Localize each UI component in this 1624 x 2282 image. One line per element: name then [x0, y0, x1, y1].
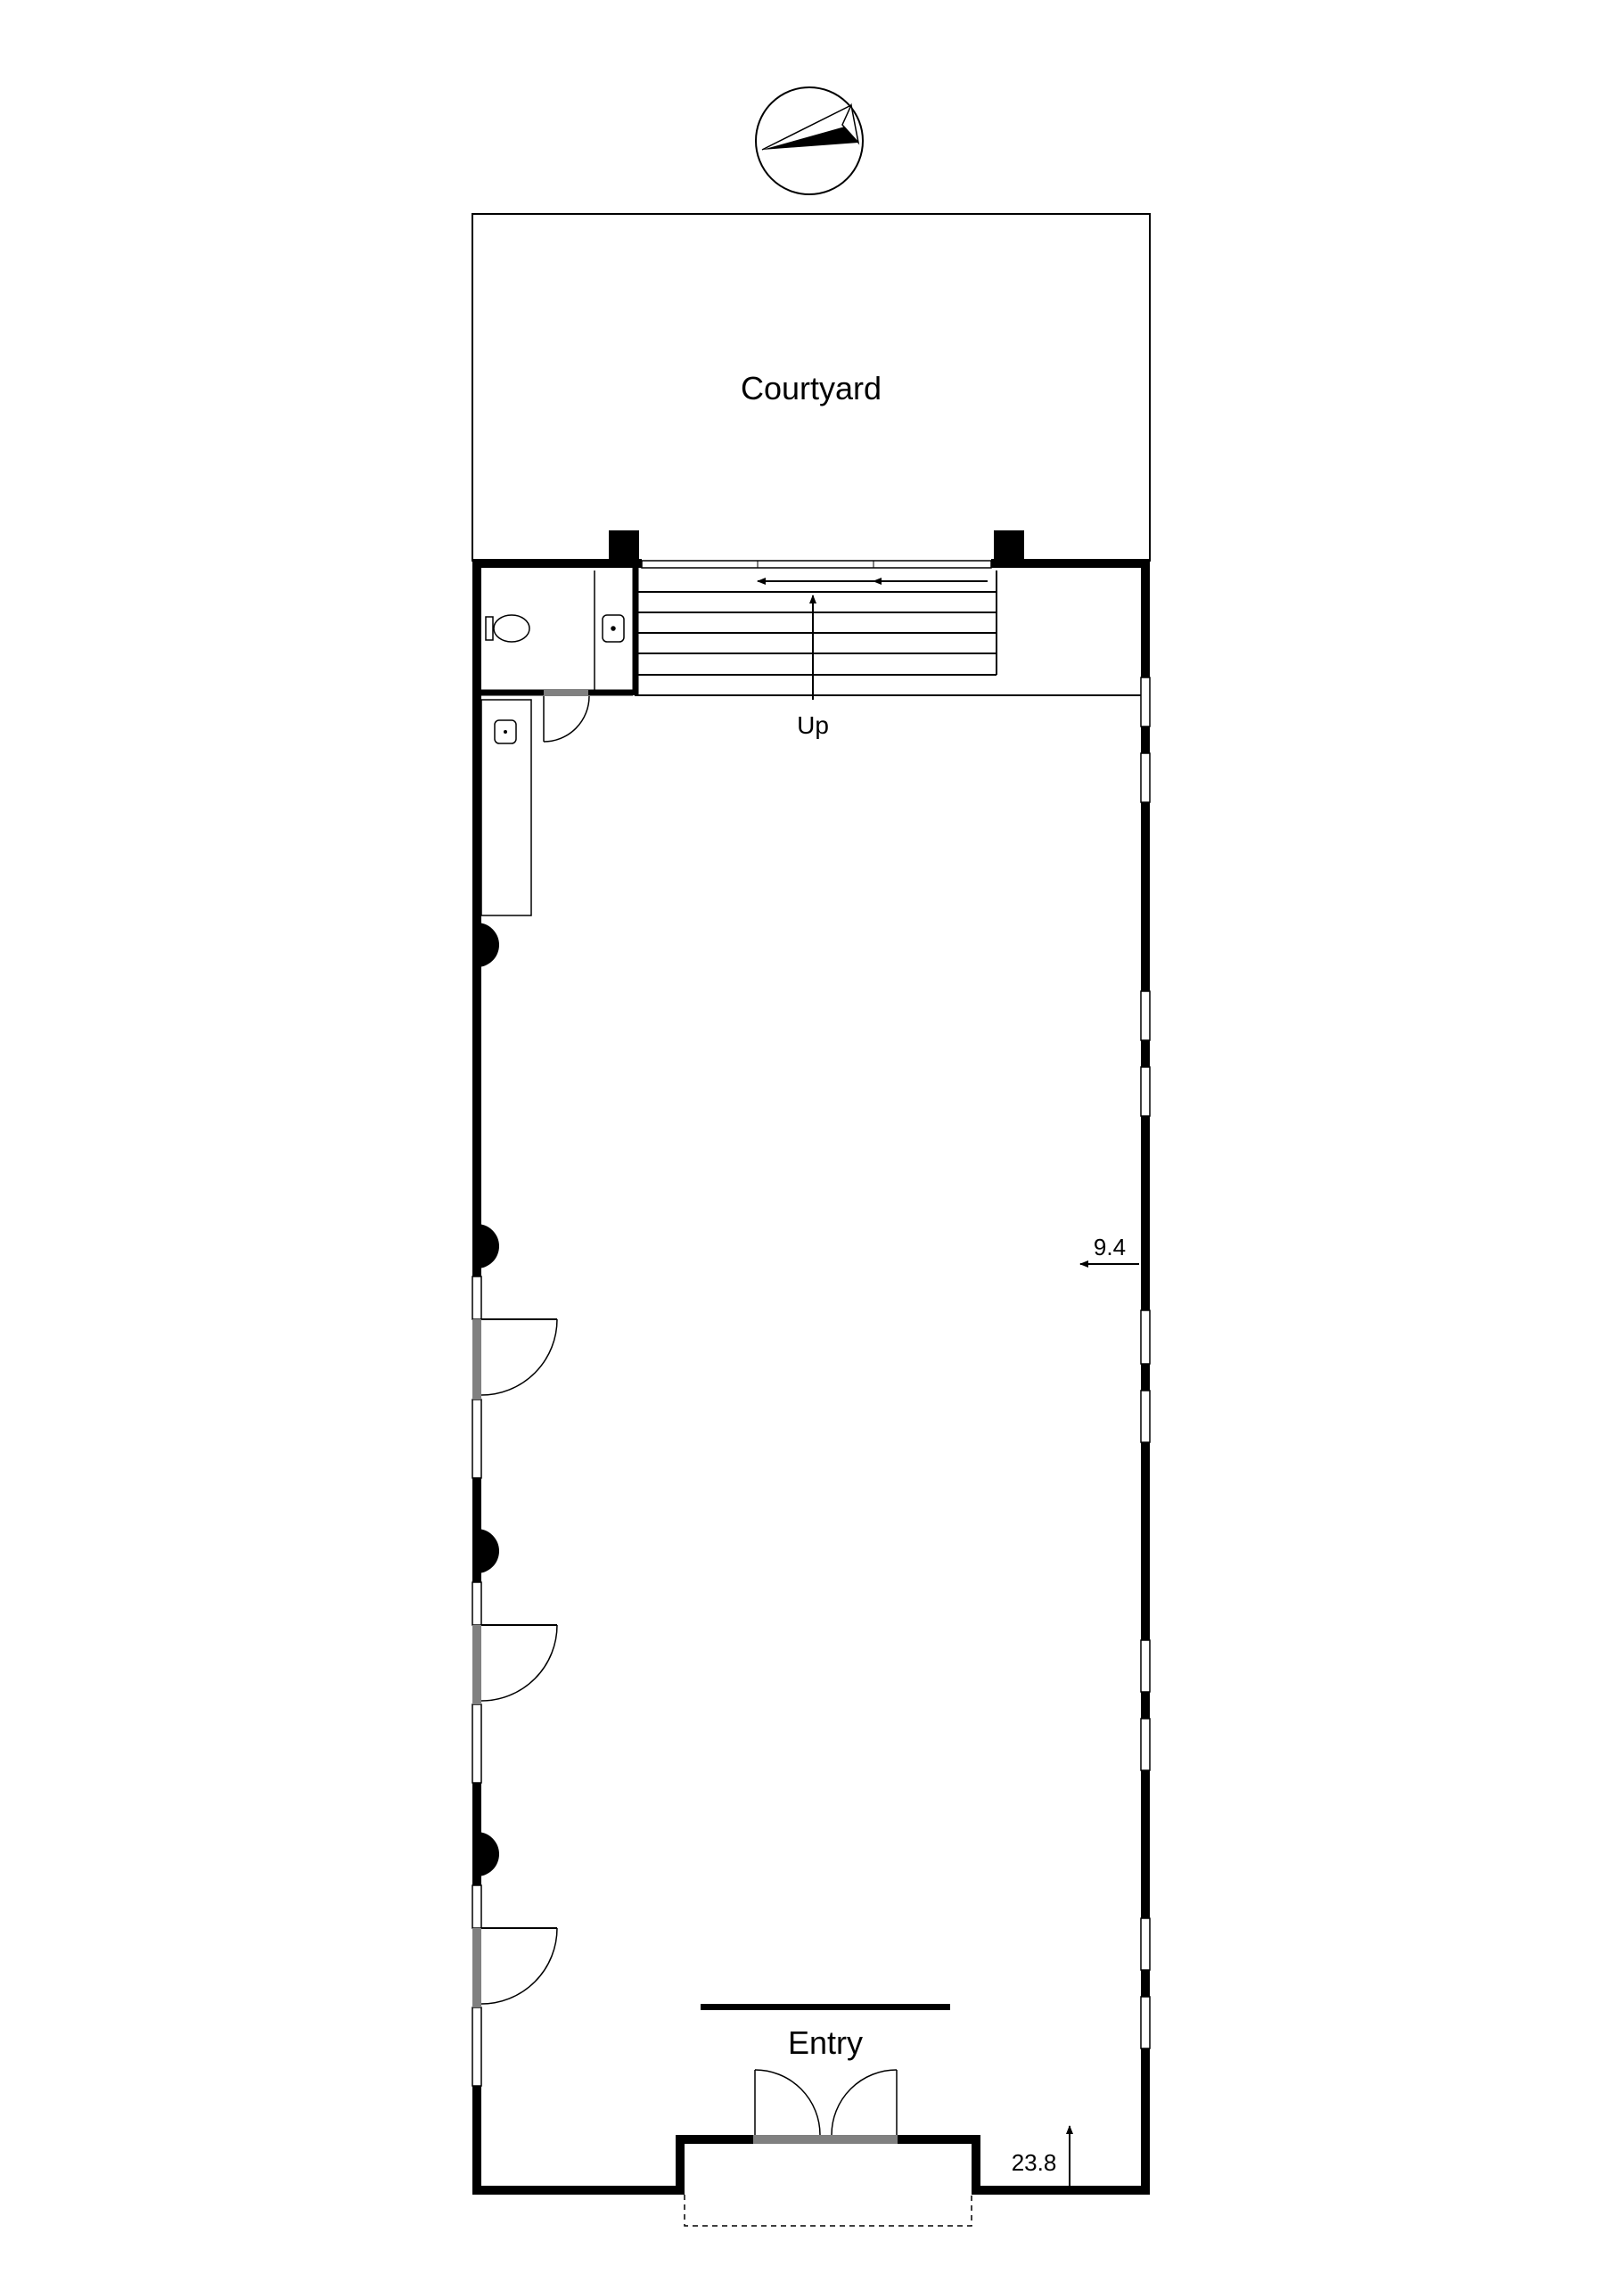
exterior-walls [472, 559, 1150, 2195]
stairs [634, 570, 1143, 700]
entry-double-door [753, 2069, 898, 2144]
post [609, 530, 639, 563]
entry-label: Entry [788, 2024, 863, 2061]
length-dimension: 23.8 [1012, 2125, 1073, 2186]
side-door [472, 1927, 558, 2007]
entry-beam [701, 2004, 950, 2010]
toilet-room [481, 568, 639, 696]
sliding-door [641, 560, 992, 585]
side-door [472, 1624, 558, 1704]
width-dimension: 9.4 [1079, 1234, 1139, 1268]
width-value: 9.4 [1094, 1234, 1126, 1260]
post [994, 530, 1024, 563]
courtyard-area: Courtyard [472, 213, 1151, 562]
side-door [472, 1318, 558, 1400]
toilet-door [543, 695, 590, 743]
courtyard-label: Courtyard [741, 370, 882, 406]
wall-columns [477, 923, 499, 1876]
kitchen-bench [480, 699, 532, 916]
basin-icon [602, 614, 625, 643]
stairs-up-label: Up [797, 711, 829, 739]
north-arrow-icon [755, 86, 864, 195]
toilet-icon [485, 614, 530, 643]
length-value: 23.8 [1012, 2149, 1057, 2176]
entry-landing [684, 2195, 972, 2227]
right-wall-windows [1140, 677, 1151, 2049]
